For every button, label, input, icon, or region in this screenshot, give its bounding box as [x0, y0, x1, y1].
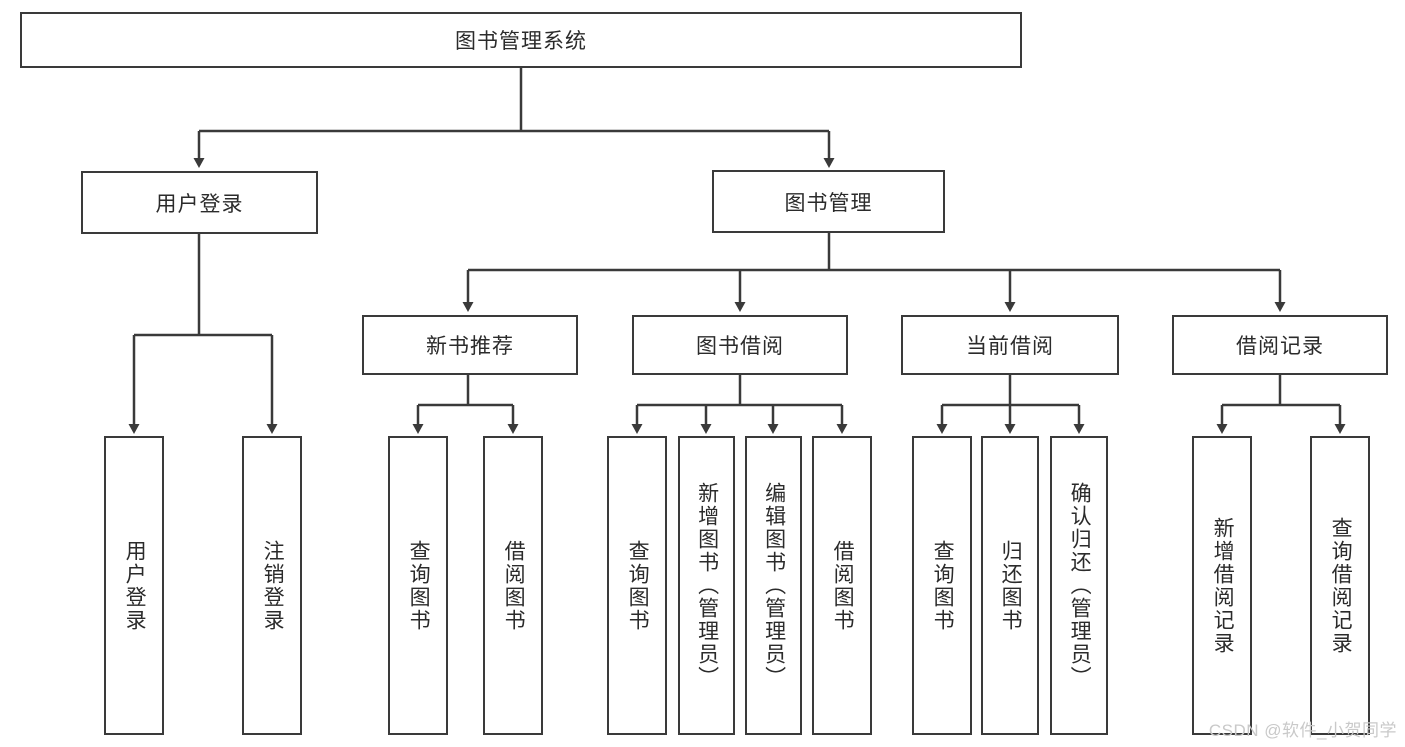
leaf-current-borrow-3[interactable]: 确认归还（管理员）: [1050, 436, 1108, 735]
node-borrow-record[interactable]: 借阅记录: [1172, 315, 1388, 375]
leaf-current-borrow-3-label: 确认归还（管理员）: [1068, 482, 1092, 689]
leaf-new-book-1-label: 查询图书: [407, 539, 431, 632]
node-current-borrow[interactable]: 当前借阅: [901, 315, 1119, 375]
node-new-book-recommend-label: 新书推荐: [426, 335, 514, 358]
leaf-book-borrow-2[interactable]: 新增图书（管理员）: [678, 436, 735, 735]
leaf-new-book-1[interactable]: 查询图书: [388, 436, 448, 735]
leaf-borrow-record-1-label: 新增借阅记录: [1211, 516, 1235, 655]
node-book-management[interactable]: 图书管理: [712, 170, 945, 233]
leaf-book-borrow-3[interactable]: 编辑图书（管理员）: [745, 436, 802, 735]
leaf-current-borrow-2[interactable]: 归还图书: [981, 436, 1039, 735]
leaf-borrow-record-2[interactable]: 查询借阅记录: [1310, 436, 1370, 735]
node-root[interactable]: 图书管理系统: [20, 12, 1022, 68]
node-user-login[interactable]: 用户登录: [81, 171, 318, 234]
node-current-borrow-label: 当前借阅: [966, 335, 1054, 358]
leaf-current-borrow-1-label: 查询图书: [931, 539, 955, 632]
node-book-borrow[interactable]: 图书借阅: [632, 315, 848, 375]
watermark: CSDN @软件_小贺同学: [1208, 721, 1397, 740]
leaf-current-borrow-2-label: 归还图书: [999, 539, 1023, 632]
leaf-new-book-2-label: 借阅图书: [502, 539, 526, 632]
leaf-book-borrow-1[interactable]: 查询图书: [607, 436, 667, 735]
node-new-book-recommend[interactable]: 新书推荐: [362, 315, 578, 375]
leaf-borrow-record-1[interactable]: 新增借阅记录: [1192, 436, 1252, 735]
node-borrow-record-label: 借阅记录: [1236, 335, 1324, 358]
leaf-book-borrow-4-label: 借阅图书: [831, 539, 855, 632]
node-book-borrow-label: 图书借阅: [696, 335, 784, 358]
node-book-management-label: 图书管理: [784, 191, 873, 215]
leaf-new-book-2[interactable]: 借阅图书: [483, 436, 543, 735]
leaf-borrow-record-2-label: 查询借阅记录: [1329, 516, 1353, 655]
leaf-user-login-2-label: 注销登录: [261, 539, 285, 632]
leaf-user-login-1-label: 用户登录: [123, 539, 147, 632]
node-root-label: 图书管理系统: [455, 30, 587, 53]
leaf-user-login-2[interactable]: 注销登录: [242, 436, 302, 735]
leaf-book-borrow-1-label: 查询图书: [626, 539, 650, 632]
leaf-book-borrow-3-label: 编辑图书（管理员）: [762, 482, 786, 689]
leaf-user-login-1[interactable]: 用户登录: [104, 436, 164, 735]
leaf-book-borrow-2-label: 新增图书（管理员）: [695, 482, 719, 689]
node-user-login-label: 用户登录: [155, 192, 244, 216]
leaf-current-borrow-1[interactable]: 查询图书: [912, 436, 972, 735]
leaf-book-borrow-4[interactable]: 借阅图书: [812, 436, 872, 735]
